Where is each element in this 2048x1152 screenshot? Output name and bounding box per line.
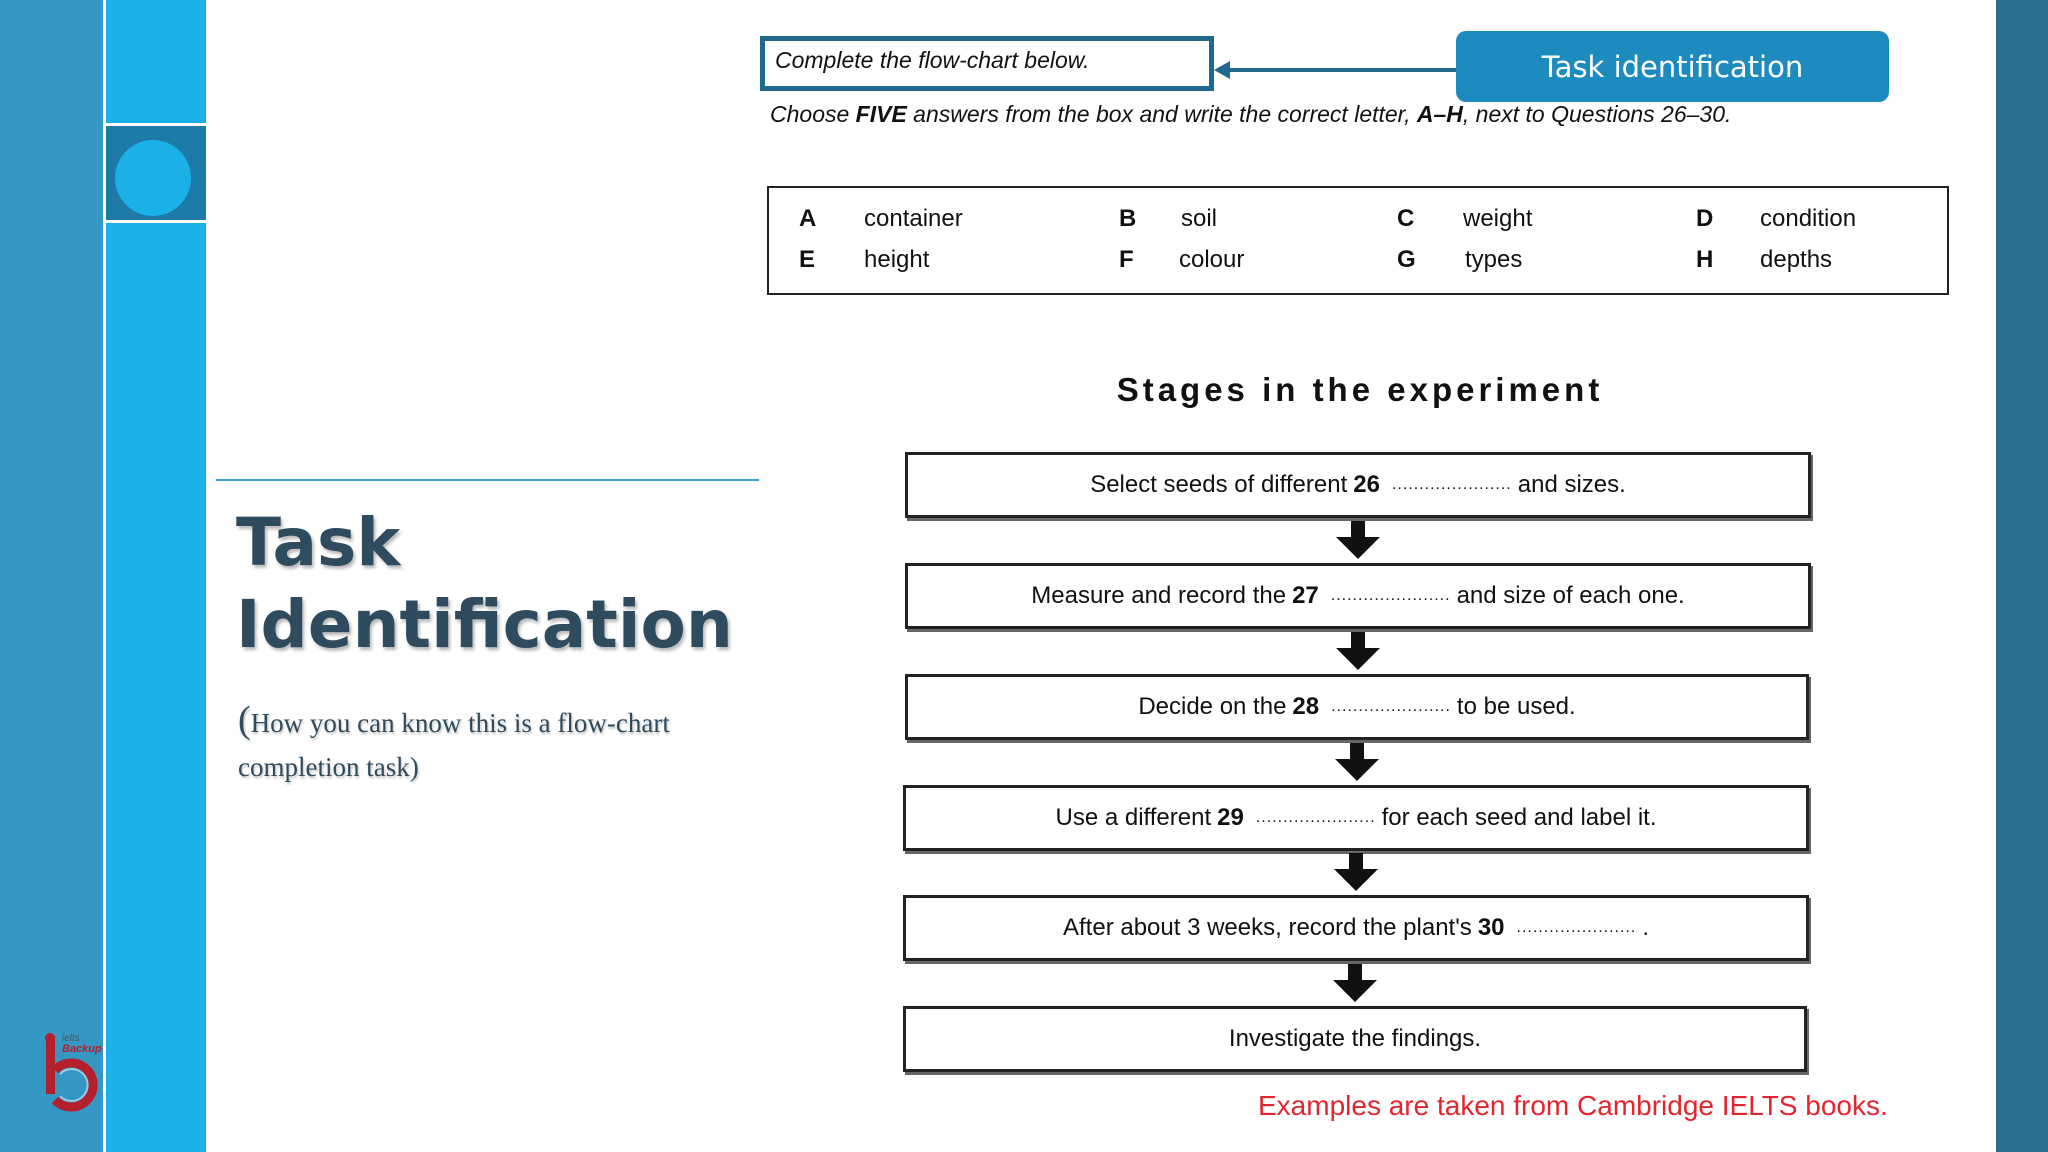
left-band-gap [103,0,106,1152]
down-arrow-icon [1333,964,1377,1002]
choose-instructions: Choose FIVE answers from the box and wri… [770,101,1732,127]
slide-title: Task Identification [236,502,733,666]
down-arrow-icon [1335,743,1379,781]
slide-subtitle: (How you can know this is a flow-chart c… [238,699,670,782]
pointer-arrow-line [1228,68,1456,72]
down-arrow-icon [1336,632,1380,670]
flowchart-step-6: Investigate the findings. [903,1006,1807,1072]
slide-title-line2: Identification [236,586,733,663]
section-divider [216,479,759,481]
instruction-box: Complete the flow-chart below. [760,36,1214,91]
pointer-arrow-icon [1214,61,1230,79]
ielts-backup-logo-icon [45,1033,98,1112]
source-credit: Examples are taken from Cambridge IELTS … [1258,1090,1888,1121]
flowchart-title: Stages in the experiment [1116,371,1604,408]
decorative-circle [115,140,191,216]
right-band [1996,0,2048,1152]
left-band-outer [0,0,103,1152]
task-identification-badge: Task identification [1456,31,1889,102]
logo-wordmark: ielts Backup [62,1033,102,1055]
slide-title-line1: Task [236,504,401,581]
instruction-text: Complete the flow-chart below. [775,47,1090,73]
down-arrow-icon [1334,853,1378,891]
down-arrow-icon [1336,521,1380,559]
